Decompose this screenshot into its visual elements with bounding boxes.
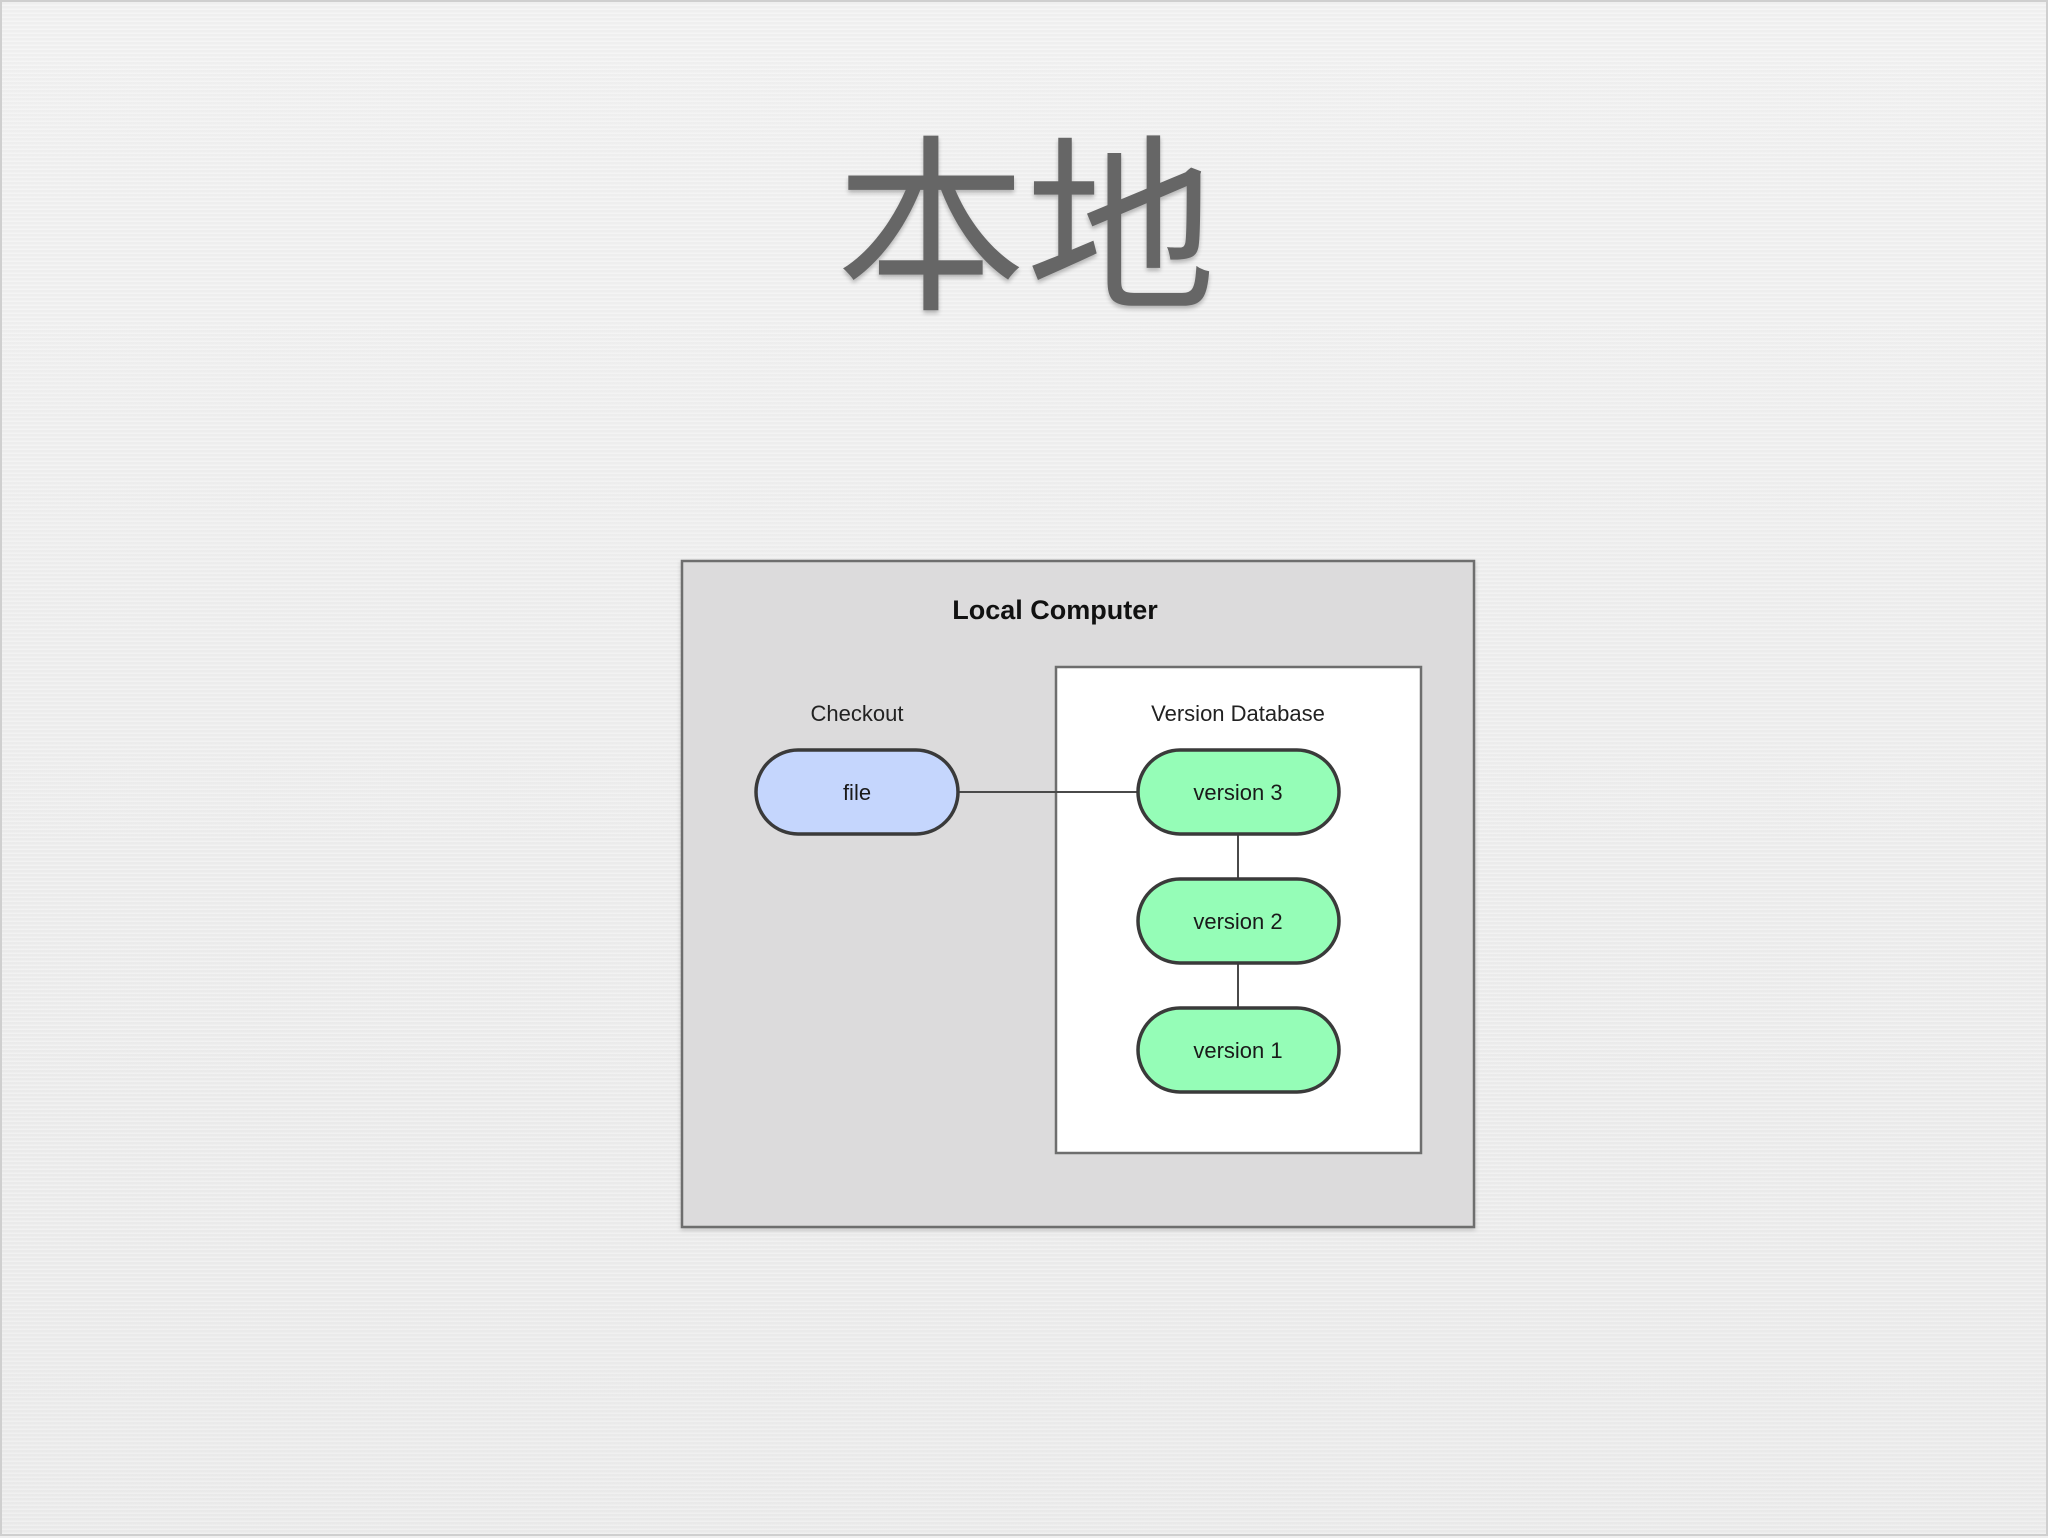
version-3-node <box>1136 748 1341 836</box>
slide-title: 本地 <box>835 119 1216 340</box>
version-2-node <box>1136 877 1341 965</box>
file-node-label: file <box>843 780 871 805</box>
local-computer-title: Local Computer <box>952 595 1158 625</box>
file-node <box>754 748 960 836</box>
checkout-label: Checkout <box>811 701 904 726</box>
version-3-label: version 3 <box>1193 780 1282 805</box>
version-1-node <box>1136 1006 1341 1094</box>
version-database-label: Version Database <box>1151 701 1325 726</box>
version-2-label: version 2 <box>1193 909 1282 934</box>
version-1-label: version 1 <box>1193 1038 1282 1063</box>
